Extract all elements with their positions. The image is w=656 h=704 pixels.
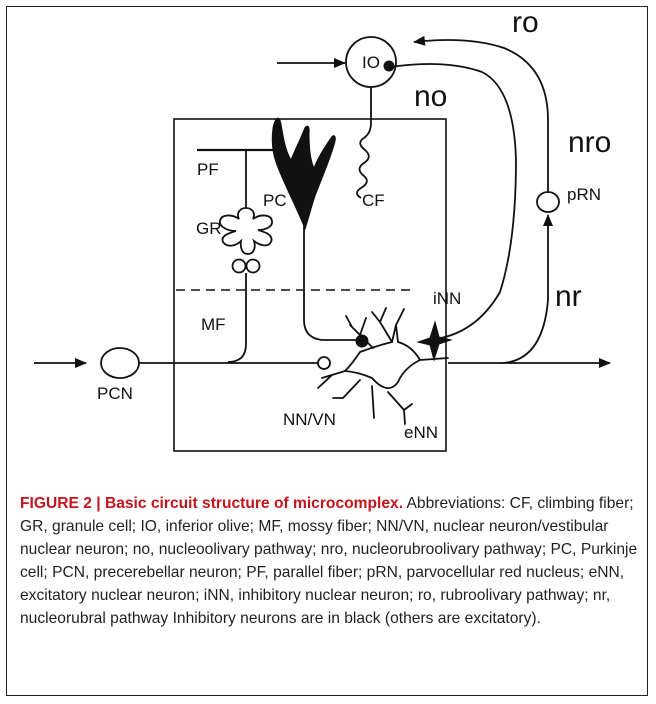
no-label: no [414, 80, 447, 113]
nr-label: nr [555, 280, 582, 313]
ro-label: ro [512, 6, 539, 39]
nuclear-neuron [345, 325, 420, 388]
prn-label: pRN [567, 185, 601, 204]
caption-body: Abbreviations: CF, climbing fiber; GR, g… [20, 495, 637, 627]
io-label: IO [362, 53, 380, 72]
climbing-fiber [357, 87, 371, 198]
glomerulus-left [233, 260, 246, 273]
pf-label: PF [197, 160, 219, 179]
mf-label: MF [201, 315, 226, 334]
nro-label: nro [568, 126, 611, 159]
pc-label: PC [263, 191, 287, 210]
mossy-collateral-synapse [318, 357, 330, 369]
granule-cell [220, 208, 272, 254]
gr-label: GR [196, 219, 222, 238]
prn-node [537, 192, 559, 212]
glomerulus-right [247, 260, 260, 273]
pcn-label: PCN [97, 384, 133, 403]
inn-label: iNN [433, 289, 461, 308]
figure-caption: FIGURE 2 | Basic circuit structure of mi… [20, 492, 640, 630]
circuit-diagram: IO ro no nro pRN PF PC CF GR MF iNN nr [0, 0, 656, 490]
rubroolivary-pathway [414, 40, 548, 192]
nucleorubral-pathway [503, 215, 548, 363]
mossy-fiber [228, 273, 246, 362]
purkinje-cell [272, 118, 335, 229]
pcn-node [101, 348, 139, 378]
cf-label: CF [362, 191, 385, 210]
no-synapse [384, 61, 395, 72]
enn-label: eNN [404, 423, 438, 442]
nnvn-label: NN/VN [283, 410, 336, 429]
caption-title: FIGURE 2 | Basic circuit structure of mi… [20, 495, 403, 512]
